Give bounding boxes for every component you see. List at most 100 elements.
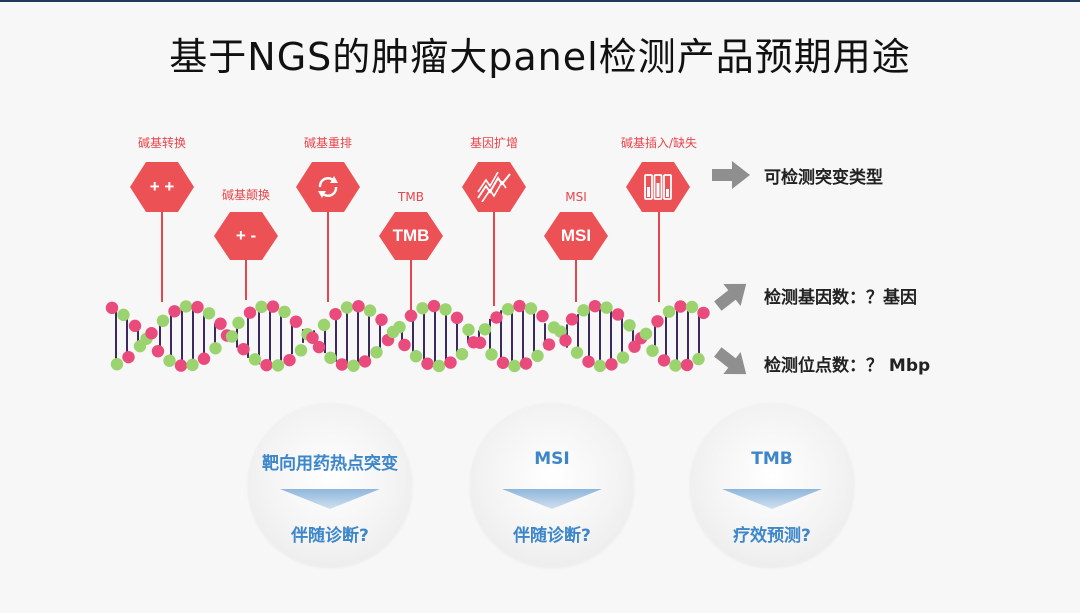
circle-2-bottom: 伴随诊断?: [513, 526, 591, 546]
hex-base-transition: + +: [130, 162, 194, 212]
helix-dot: [611, 308, 625, 321]
helix-dot: [237, 342, 250, 356]
helix-dot: [266, 300, 280, 313]
helix-dot: [628, 340, 641, 353]
helix-dot: [697, 306, 710, 320]
helix-dot: [248, 353, 262, 366]
hex-msi: MSI: [544, 212, 608, 260]
helix-dot: [501, 303, 515, 316]
helix-dot: [370, 346, 383, 359]
helix-dot: [427, 299, 441, 313]
helix-dot: [179, 300, 193, 313]
hex-gene-amplification: [462, 162, 526, 212]
helix-dot: [455, 347, 469, 361]
helix-dot: [462, 323, 475, 336]
helix-dot: [352, 300, 365, 313]
plus-plus-icon: + +: [149, 177, 175, 196]
helix-dot: [306, 331, 319, 344]
hex-tmb-text: TMB: [392, 226, 430, 245]
hex-stem-1: [161, 210, 163, 302]
helix-dot: [271, 359, 285, 372]
helix-dot: [536, 309, 549, 323]
helix-dot: [444, 356, 457, 369]
helix-dot: [490, 311, 503, 324]
helix-dot: [156, 314, 170, 328]
helix-dot: [646, 344, 659, 357]
helix-dot: [128, 319, 142, 333]
helix-dot: [145, 327, 158, 340]
circle-3-bottom: 疗效预测?: [733, 526, 811, 546]
helix-dot: [324, 351, 337, 365]
helix-dot: [674, 300, 687, 313]
helix-dot: [582, 355, 595, 368]
circle-3-top: TMB: [751, 449, 793, 469]
helix-dot: [202, 307, 216, 320]
down-triangle-icon: [722, 489, 822, 509]
helix-dot: [163, 354, 176, 367]
helix-dot: [519, 357, 533, 370]
helix-dot: [283, 353, 296, 367]
helix-dot: [593, 359, 607, 373]
hex-label-2: 碱基颠换: [221, 188, 270, 202]
hex-label-5: 基因扩增: [469, 136, 518, 150]
helix-dot: [473, 336, 487, 349]
hex-label-1: 碱基转换: [137, 136, 186, 150]
hex-label-4: TMB: [398, 190, 424, 204]
helix-dot: [513, 299, 526, 313]
helix-dot: [197, 352, 211, 365]
helix-dot: [680, 358, 694, 372]
hex-base-indel: [626, 162, 690, 212]
helix-dot: [174, 359, 188, 372]
helix-dot: [289, 315, 303, 328]
helix-dot: [577, 304, 590, 317]
helix-dot: [421, 357, 434, 370]
down-triangle-icon: [502, 489, 602, 509]
helix-dot: [209, 342, 222, 355]
helix-dot: [542, 338, 556, 351]
helix-dot: [496, 356, 510, 369]
helix-dot: [375, 313, 388, 326]
helix-dot: [358, 355, 372, 368]
helix-dot: [255, 300, 268, 314]
helix-dot: [186, 358, 199, 372]
helix-dot: [662, 305, 676, 318]
helix-dot: [393, 320, 406, 334]
dna-strands-icon: [477, 172, 511, 202]
slide-title: 基于NGS的肿瘤大panel检测产品预期用途: [169, 35, 911, 79]
helix-dot: [692, 352, 705, 366]
helix-dot: [600, 301, 613, 314]
circle-targeted-drugs: 靶向用药热点突变 伴随诊断?: [248, 403, 412, 567]
up-right-arrow-icon: [714, 283, 747, 311]
helix-dot: [439, 303, 452, 316]
helix-dot: [450, 311, 464, 325]
helix-dot: [409, 350, 423, 363]
helix-dot: [508, 359, 521, 373]
helix-dot: [559, 334, 572, 347]
arrow-site-count: 检测位点数：？ Mbp: [712, 346, 930, 380]
helix-dot: [347, 359, 360, 372]
circle-msi: MSI 伴随诊断?: [470, 403, 634, 567]
helix-dot: [105, 301, 119, 315]
helix-dot: [531, 349, 544, 363]
circle-1-bottom: 伴随诊断?: [291, 526, 369, 546]
helix-dot: [151, 344, 165, 358]
arrow-gene-count: 检测基因数：？基因: [712, 278, 917, 312]
helix-dot: [168, 305, 181, 318]
mutation-types-text: 可检测突变类型: [764, 167, 883, 188]
hex-stem-5: [493, 210, 495, 306]
hex-label-3: 碱基重排: [303, 136, 352, 150]
plus-minus-icon: + -: [235, 226, 257, 245]
tubes-icon: [644, 174, 672, 200]
right-arrow-icon: [712, 161, 750, 189]
helix-dot: [225, 330, 239, 343]
helix-dot: [669, 359, 682, 372]
helix-dot: [312, 340, 326, 354]
hex-stem-7: [658, 210, 660, 302]
hex-stem-6: [575, 258, 577, 302]
helix-dot: [340, 301, 354, 314]
helix-dot: [117, 308, 130, 322]
gene-count-text: 检测基因数：？基因: [764, 287, 917, 308]
hex-stem-3: [327, 210, 329, 302]
